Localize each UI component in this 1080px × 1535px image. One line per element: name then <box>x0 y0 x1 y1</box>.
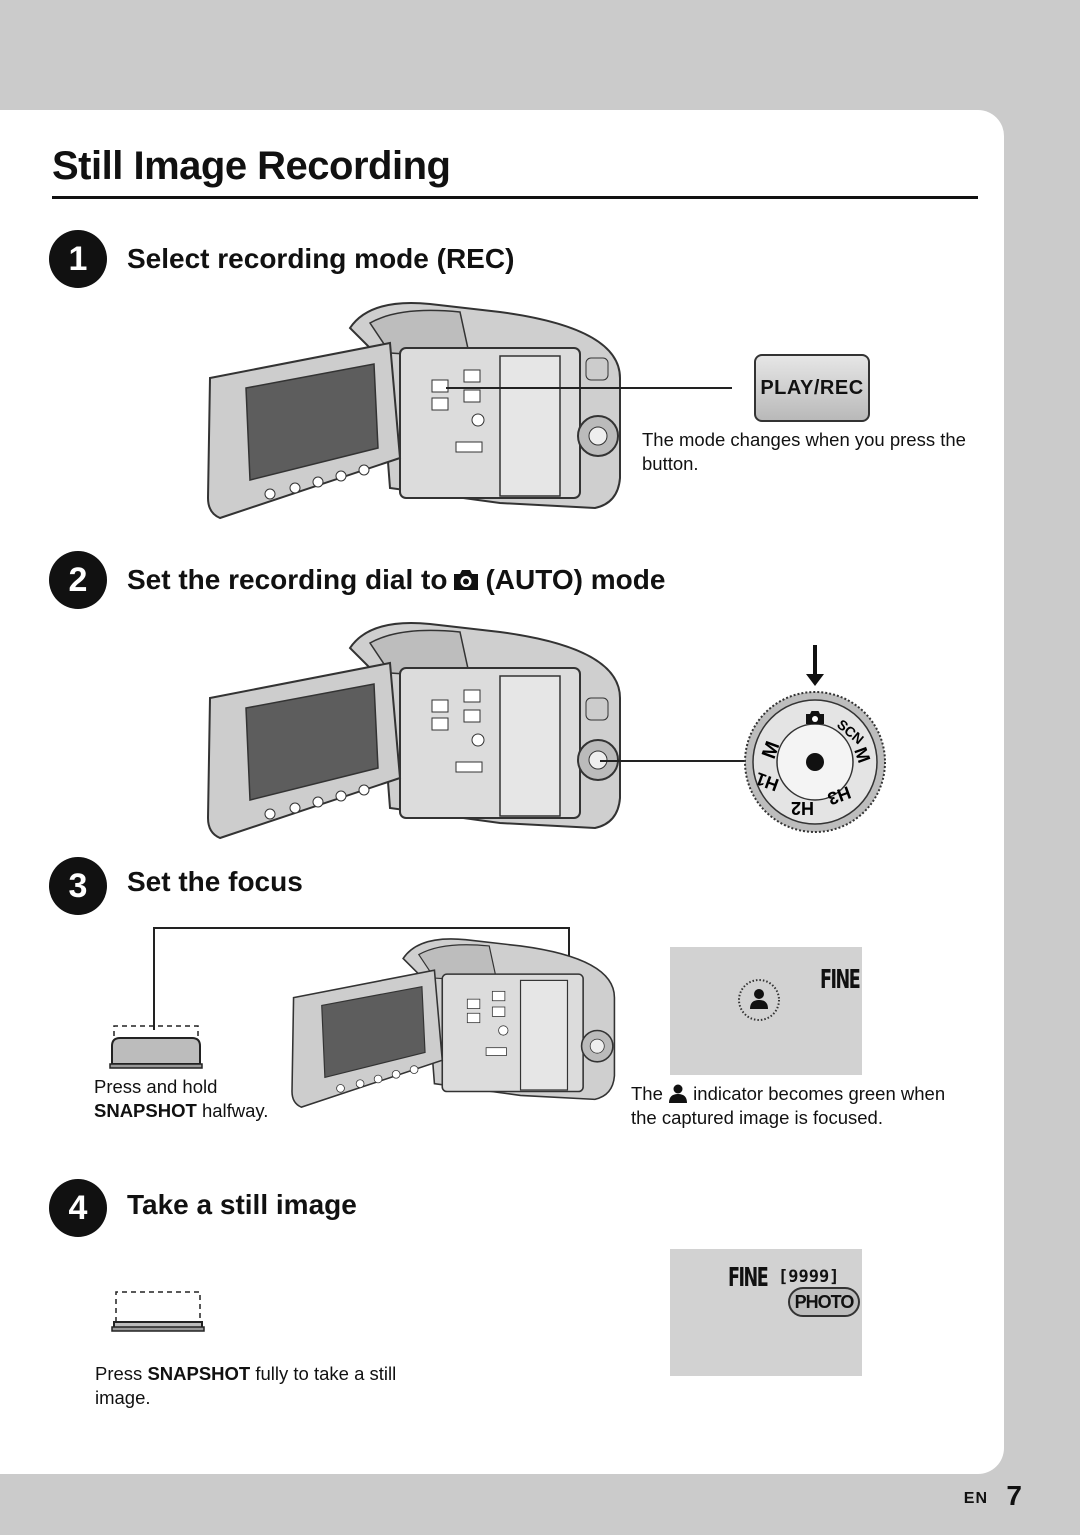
step-2-number: 2 <box>49 551 107 609</box>
dial-label-m-right: M <box>850 745 874 766</box>
step-3-title: Set the focus <box>127 866 303 897</box>
step-2-title-after: (AUTO) mode <box>485 564 666 595</box>
page-number: 7 <box>1006 1480 1022 1511</box>
step-2-title-before: Set the recording dial to <box>127 564 448 595</box>
page-title: Still Image Recording <box>52 144 451 188</box>
snapshot-button-half[interactable] <box>108 1024 204 1070</box>
focus-person-icon <box>669 1084 688 1103</box>
camera-icon <box>454 570 479 590</box>
step-4-number: 4 <box>49 1179 107 1237</box>
recording-dial[interactable]: M SCN M H1 H2 H3 <box>740 640 890 840</box>
step-4-caption-2: fully to take a still image. <box>95 1363 397 1408</box>
step-4-caption-bold: SNAPSHOT <box>147 1363 251 1384</box>
step-4-title: Take a still image <box>127 1189 357 1220</box>
snapshot-button-full[interactable] <box>110 1288 206 1334</box>
dial-label-h2: H2 <box>791 798 814 818</box>
camcorder-illustration-1 <box>206 302 621 520</box>
leader-line-dial <box>600 760 760 762</box>
title-rule <box>52 196 978 199</box>
step-3-caption-right-1: The <box>631 1083 663 1104</box>
lcd-photo-badge: PHOTO <box>788 1287 860 1317</box>
footer-language: EN <box>963 1490 988 1507</box>
step-4-caption-1: Press <box>95 1363 143 1384</box>
camcorder-illustration-2 <box>206 622 621 840</box>
dial-label-m-left: M <box>758 739 784 762</box>
step-2-title: Set the recording dial to (AUTO) mode <box>127 564 665 596</box>
focus-indicator-icon <box>738 979 780 1021</box>
camcorder-illustration-3 <box>291 938 616 1109</box>
lcd-quality-fine-4: FINE <box>728 1263 769 1293</box>
step-1-number: 1 <box>49 230 107 288</box>
step-4-caption: Press SNAPSHOT fully to take a still ima… <box>95 1362 425 1410</box>
step-3-number: 3 <box>49 857 107 915</box>
step-3-caption-left-2: halfway. <box>201 1100 269 1121</box>
leader-line-play-rec <box>446 387 732 389</box>
step-1-title: Select recording mode (REC) <box>127 243 515 274</box>
step-3-caption-right: The indicator becomes green when the cap… <box>631 1082 951 1130</box>
step-3-caption-right-2: indicator becomes green when the capture… <box>631 1083 946 1128</box>
step-3-caption-left-1: Press and hold <box>94 1076 218 1097</box>
play-rec-button[interactable]: PLAY/REC <box>754 354 870 422</box>
lcd-shot-count: [9999] <box>778 1267 840 1287</box>
snapshot-connector-line <box>153 927 570 1030</box>
lcd-focus-screen: FINE <box>670 947 862 1075</box>
lcd-quality-fine: FINE <box>820 965 861 995</box>
step-3-caption-left-bold: SNAPSHOT <box>94 1100 197 1121</box>
step-1-caption: The mode changes when you press the butt… <box>642 429 966 474</box>
lcd-photo-screen: FINE [9999] PHOTO <box>670 1249 862 1376</box>
